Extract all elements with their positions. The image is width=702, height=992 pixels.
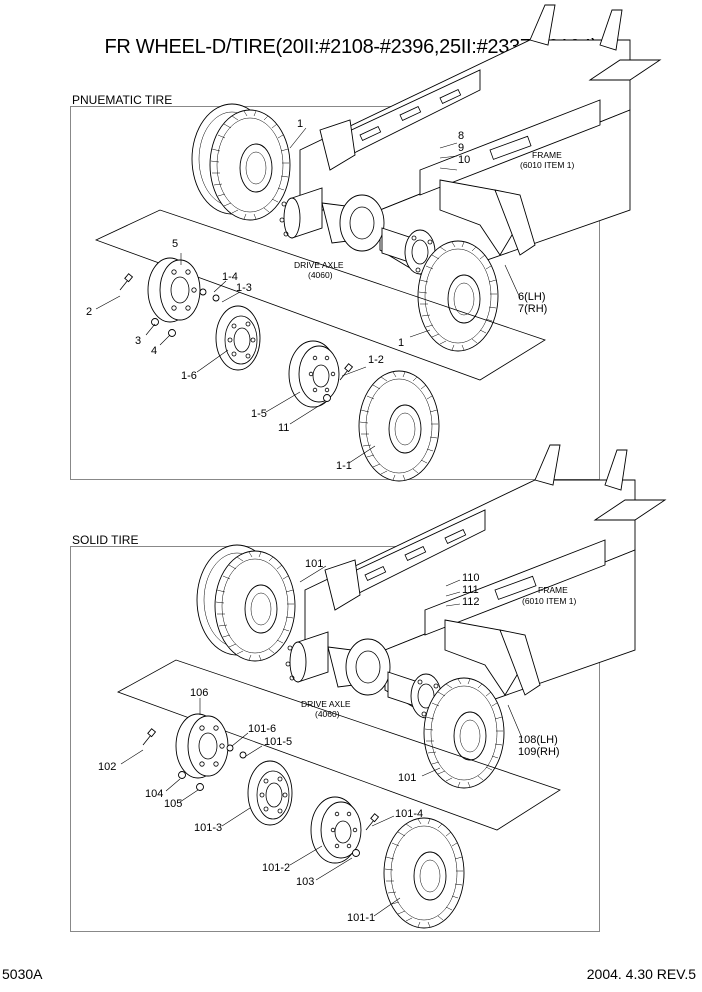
solid-callout-109-rh: 109(RH)	[518, 746, 560, 758]
solid-callout-111: 111	[462, 584, 479, 596]
solid-exploded-plane	[117, 659, 561, 831]
solid-bolt-102	[142, 728, 156, 746]
solid-callout-101-3: 101-3	[194, 822, 222, 834]
pneumatic-hub-5	[147, 257, 201, 323]
pneumatic-tire-top	[192, 104, 290, 220]
solid-nut-103	[352, 849, 360, 857]
pneumatic-frame-label: FRAME	[532, 150, 562, 160]
solid-callout-104: 104	[145, 788, 163, 800]
solid-drive-axle-label: DRIVE AXLE	[301, 699, 351, 709]
solid-bolt-101-4	[365, 813, 379, 831]
pneumatic-callout-2: 2	[86, 306, 92, 318]
pneumatic-nut-4	[168, 329, 176, 337]
solid-frame-label: FRAME	[538, 585, 568, 595]
solid-callout-101-2: 101-2	[262, 862, 290, 874]
section-label-solid: SOLID TIRE	[72, 533, 139, 547]
solid-part-101-5	[239, 751, 247, 759]
solid-callout-112: 112	[462, 596, 480, 608]
pneumatic-callout-7-rh: 7(RH)	[518, 303, 547, 315]
pneumatic-callout-9: 9	[458, 142, 464, 154]
pneumatic-callout-8: 8	[458, 130, 464, 142]
solid-callout-105: 105	[164, 798, 182, 810]
pneumatic-callout-11: 11	[278, 422, 289, 434]
pneumatic-tire-right	[417, 240, 499, 352]
solid-tire-right	[423, 677, 505, 789]
solid-drive-axle-ref: (4060)	[315, 709, 340, 719]
section-label-pneumatic: PNUEMATIC TIRE	[72, 93, 173, 107]
pneumatic-exploded-plane	[94, 209, 546, 381]
solid-callout-101-5: 101-5	[264, 736, 292, 748]
pneumatic-callout-4: 4	[151, 345, 157, 357]
pneumatic-rim-1-6	[215, 305, 261, 371]
pneumatic-drive-axle-label: DRIVE AXLE	[294, 260, 344, 270]
solid-tire-101-1	[383, 817, 465, 929]
solid-tire-top	[197, 545, 295, 661]
solid-rim-101-3	[247, 760, 293, 826]
revision-date: 2004. 4.30 REV.5	[586, 966, 696, 982]
pneumatic-callout-1-mid: 1	[398, 337, 404, 349]
solid-callout-110: 110	[462, 572, 480, 584]
pneumatic-washer-3	[151, 318, 159, 326]
solid-callout-101-1: 101-1	[347, 912, 375, 924]
pneumatic-rim-1-5	[288, 340, 340, 408]
pneumatic-callout-6-lh: 6(LH)	[518, 291, 546, 303]
pneumatic-callout-1-2: 1-2	[368, 354, 384, 366]
pneumatic-callout-3: 3	[135, 335, 141, 347]
solid-callout-101-4: 101-4	[395, 808, 423, 820]
pneumatic-callout-1-1: 1-1	[336, 460, 352, 472]
solid-callout-108-lh: 108(LH)	[518, 734, 558, 746]
drawing-code: 5030A	[2, 966, 43, 982]
solid-frame-ref: (6010 ITEM 1)	[522, 596, 576, 606]
pneumatic-section-frame	[70, 106, 600, 480]
solid-hub-106	[175, 713, 229, 779]
solid-washer-104	[178, 771, 186, 779]
solid-callout-103: 103	[296, 876, 314, 888]
pneumatic-callout-1-3: 1-3	[236, 282, 252, 294]
pneumatic-callout-1-6: 1-6	[181, 370, 197, 382]
solid-nut-105	[196, 783, 204, 791]
pneumatic-callout-1-5: 1-5	[251, 408, 267, 420]
solid-callout-106: 106	[190, 687, 208, 699]
pneumatic-part-1-3	[212, 294, 220, 302]
pneumatic-tire-1-1	[358, 370, 440, 482]
pneumatic-callout-1-top: 1	[297, 118, 303, 130]
solid-callout-101-mid: 101	[398, 772, 416, 784]
page-title: FR WHEEL-D/TIRE(20II:#2108-#2396,25II:#2…	[104, 36, 598, 58]
pneumatic-frame-ref: (6010 ITEM 1)	[520, 160, 574, 170]
pneumatic-bolt-2	[119, 273, 133, 291]
pneumatic-bolt-1-2	[339, 363, 353, 381]
pneumatic-callout-1-4: 1-4	[222, 271, 238, 283]
solid-part-101-6	[226, 744, 234, 752]
pneumatic-callout-5: 5	[172, 238, 178, 250]
pneumatic-part-1-4	[199, 288, 207, 296]
pneumatic-drive-axle-ref: (4060)	[308, 270, 333, 280]
solid-section-frame	[70, 546, 600, 932]
solid-callout-101-top: 101	[305, 558, 323, 570]
solid-callout-101-6: 101-6	[248, 723, 276, 735]
pneumatic-nut-11	[323, 394, 331, 402]
pneumatic-callout-10: 10	[458, 154, 470, 166]
solid-callout-102: 102	[98, 761, 116, 773]
